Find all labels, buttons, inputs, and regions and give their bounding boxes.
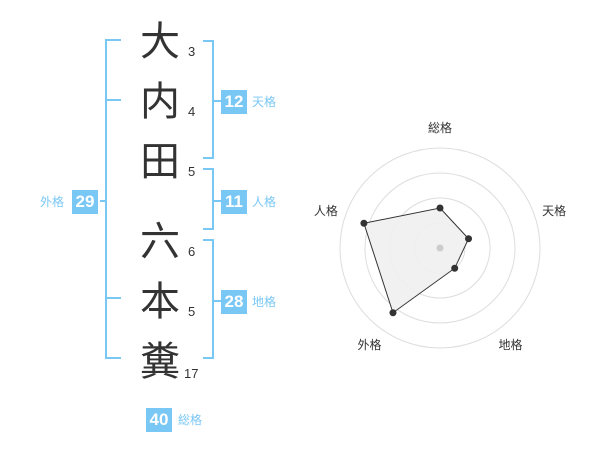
tenkaku-label: 天格: [252, 95, 277, 109]
radar-point-2: [465, 235, 473, 243]
jinkaku-label: 人格: [252, 195, 277, 209]
stroke-count-5: 5: [188, 304, 196, 319]
radar-point-3: [451, 264, 459, 272]
name-char-1: 大: [140, 19, 180, 65]
radar-center-dot: [436, 244, 444, 252]
stroke-count-3: 5: [188, 164, 196, 179]
chikaku-label: 地格: [252, 295, 277, 309]
stroke-count-4: 6: [188, 244, 196, 259]
stroke-count-2: 4: [188, 104, 196, 119]
radar-ring-4: [339, 147, 541, 349]
chikaku-bracket: [203, 239, 214, 359]
outer-bracket: [105, 39, 121, 359]
jinkaku-bracket: [203, 168, 214, 230]
name-char-6: 糞: [140, 339, 180, 385]
radar-axis-label-5: 人格: [314, 203, 338, 218]
radar-axis-label-3: 地格: [499, 337, 523, 352]
name-char-5: 本: [140, 279, 180, 325]
name-char-3: 田: [140, 139, 180, 185]
radar-axis-label-4: 外格: [357, 337, 381, 352]
name-char-2: 内: [140, 79, 180, 125]
name-char-4: 六: [140, 219, 180, 265]
radar-ring-3: [364, 172, 516, 324]
tenkaku-bracket: [203, 40, 214, 159]
name-panel: 大 3 内 4 田 5 六 6 本 5 糞 17 12 天格 11 人格 28 …: [40, 19, 277, 432]
chikaku-value: 28: [221, 290, 247, 314]
bracket-lines: [100, 39, 221, 359]
gaikaku-value: 29: [72, 190, 98, 214]
radar-point-4: [389, 309, 397, 317]
radar-area: [363, 207, 470, 314]
jinkaku-value: 11: [221, 190, 247, 214]
radar-axis-label-2: 天格: [542, 203, 566, 218]
tenkaku-value: 12: [221, 90, 247, 114]
radar-point-5: [360, 219, 368, 227]
radar-axis-label-1: 総格: [428, 120, 452, 135]
radar-point-1: [436, 204, 444, 212]
soukaku-value: 40: [146, 408, 172, 432]
stroke-count-1: 3: [188, 44, 196, 59]
gaikaku-label: 外格: [40, 195, 65, 209]
stroke-count-6: 17: [184, 366, 199, 381]
soukaku-label: 総格: [178, 413, 203, 427]
